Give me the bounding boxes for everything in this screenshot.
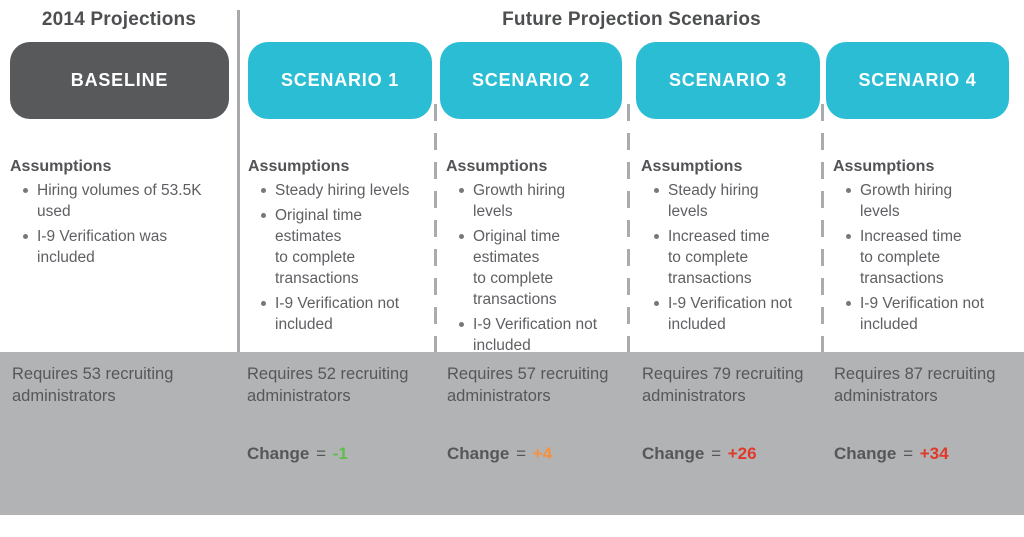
change-equals: = <box>516 444 527 463</box>
change-equals: = <box>316 444 327 463</box>
change-scenario-3: Change = +26 <box>642 444 757 464</box>
requires-scenario-1: Requires 52 recruiting administrators <box>247 365 409 405</box>
scenario-3-box: SCENARIO 3 <box>636 42 820 119</box>
change-label: Change <box>642 444 705 463</box>
change-equals: = <box>711 444 722 463</box>
scenario-1-box: SCENARIO 1 <box>248 42 432 119</box>
baseline-box-label: BASELINE <box>70 70 169 90</box>
divider-dashed-3 <box>821 104 824 352</box>
assumption-bullet: Increased time to complete transactions <box>833 226 1011 289</box>
change-label: Change <box>447 444 510 463</box>
assumptions-list: Growth hiring levels Increased time to c… <box>833 180 1011 335</box>
assumption-bullet: I-9 Verification not included <box>641 293 817 335</box>
assumption-bullet: Original time estimates to complete tran… <box>446 226 622 310</box>
assumptions-scenario-4: Assumptions Growth hiring levels Increas… <box>833 156 1011 339</box>
scenario-3-box-label: SCENARIO 3 <box>668 70 788 90</box>
assumption-bullet: I-9 Verification not included <box>248 293 430 335</box>
assumptions-scenario-1: Assumptions Steady hiring levels Origina… <box>248 156 430 339</box>
change-value: +26 <box>727 444 757 463</box>
assumptions-scenario-3: Assumptions Steady hiring levels Increas… <box>641 156 817 339</box>
assumptions-list: Steady hiring levels Increased time to c… <box>641 180 817 335</box>
change-equals: = <box>903 444 914 463</box>
assumption-bullet: I-9 Verification was included <box>10 226 230 268</box>
baseline-box: BASELINE <box>10 42 229 119</box>
assumptions-list: Growth hiring levels Original time estim… <box>446 180 622 356</box>
assumptions-scenario-2: Assumptions Growth hiring levels Origina… <box>446 156 622 360</box>
header-future-scenarios: Future Projection Scenarios <box>502 9 761 30</box>
assumptions-title: Assumptions <box>248 158 350 175</box>
assumptions-list: Steady hiring levels Original time estim… <box>248 180 430 335</box>
assumptions-title: Assumptions <box>446 158 548 175</box>
divider-dashed-2 <box>627 104 630 352</box>
scenario-4-box-label: SCENARIO 4 <box>858 70 977 90</box>
assumption-bullet: Steady hiring levels <box>641 180 817 222</box>
assumption-bullet: Hiring volumes of 53.5K used <box>10 180 230 222</box>
assumptions-baseline: Assumptions Hiring volumes of 53.5K used… <box>10 156 230 272</box>
assumption-bullet: Increased time to complete transactions <box>641 226 817 289</box>
requires-baseline: Requires 53 recruiting administrators <box>12 365 174 405</box>
assumption-bullet: Growth hiring levels <box>833 180 1011 222</box>
assumption-bullet: Growth hiring levels <box>446 180 622 222</box>
scenario-2-box-label: SCENARIO 2 <box>471 70 591 90</box>
change-scenario-4: Change = +34 <box>834 444 949 464</box>
assumption-bullet: I-9 Verification not included <box>833 293 1011 335</box>
scenario-1-box-label: SCENARIO 1 <box>280 70 400 90</box>
assumptions-title: Assumptions <box>833 158 935 175</box>
change-value: -1 <box>332 444 348 463</box>
change-value: +34 <box>919 444 949 463</box>
assumption-bullet: I-9 Verification not included <box>446 314 622 356</box>
assumptions-title: Assumptions <box>10 158 112 175</box>
assumption-bullet: Steady hiring levels <box>248 180 430 201</box>
requires-scenario-2: Requires 57 recruiting administrators <box>447 365 609 405</box>
header-2014-projections: 2014 Projections <box>41 9 197 30</box>
summary-band <box>0 352 1024 515</box>
change-scenario-2: Change = +4 <box>447 444 552 464</box>
assumptions-list: Hiring volumes of 53.5K used I-9 Verific… <box>10 180 230 268</box>
scenario-4-box: SCENARIO 4 <box>826 42 1009 119</box>
scenario-2-box: SCENARIO 2 <box>440 42 622 119</box>
divider-dashed-1 <box>434 104 437 352</box>
requires-scenario-3: Requires 79 recruiting administrators <box>642 365 804 405</box>
change-label: Change <box>247 444 310 463</box>
assumptions-title: Assumptions <box>641 158 743 175</box>
requires-scenario-4: Requires 87 recruiting administrators <box>834 365 996 405</box>
divider-solid-line <box>237 10 240 352</box>
change-label: Change <box>834 444 897 463</box>
assumption-bullet: Original time estimates to complete tran… <box>248 205 430 289</box>
change-scenario-1: Change = -1 <box>247 444 348 464</box>
change-value: +4 <box>532 444 553 463</box>
